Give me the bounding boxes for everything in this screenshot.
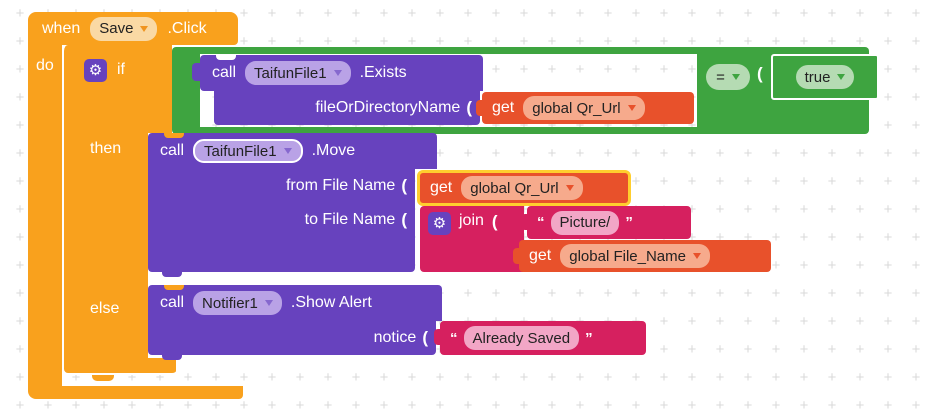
component-name: TaifunFile1	[254, 64, 327, 82]
component-dropdown[interactable]: TaifunFile1	[193, 139, 303, 163]
mutator-gear-icon[interactable]: ⚙	[84, 59, 107, 82]
logic-true-block[interactable]: true	[771, 54, 879, 100]
call-taifunfile1-move-block[interactable]: call TaifunFile1 .Move	[148, 133, 437, 169]
text-field[interactable]: Already Saved	[463, 326, 580, 350]
join-label: join	[459, 212, 484, 229]
variable-dropdown[interactable]: global File_Name	[560, 244, 710, 268]
open-quote: “	[450, 329, 458, 347]
get-label: get	[492, 99, 515, 116]
value-socket: (	[491, 212, 498, 231]
variable-name: global Qr_Url	[532, 99, 621, 117]
component-name: TaifunFile1	[204, 142, 277, 160]
get-label: get	[529, 247, 552, 264]
close-quote: ”	[625, 214, 633, 231]
variable-name: global Qr_Url	[470, 179, 559, 197]
do-label: do	[36, 57, 54, 74]
move-block-bottom-tab	[162, 271, 182, 277]
param-label: fileOrDirectoryName	[315, 99, 461, 116]
event-component-dropdown[interactable]: Save	[90, 16, 158, 41]
when-label: when	[42, 19, 81, 37]
param-label: from File Name	[285, 177, 396, 194]
value-socket: (	[401, 176, 407, 195]
event-component-name: Save	[99, 20, 134, 37]
dropdown-arrow-icon	[565, 185, 574, 191]
dropdown-arrow-icon	[333, 70, 342, 76]
move-params-body[interactable]: from File Name ( to File Name (	[148, 169, 415, 272]
dropdown-arrow-icon	[731, 74, 740, 80]
notice-param-row[interactable]: notice (	[148, 321, 436, 355]
call-label: call	[160, 294, 185, 311]
dropdown-arrow-icon	[140, 25, 149, 32]
call-notifier1-showalert-block[interactable]: call Notifier1 .Show Alert	[148, 285, 442, 321]
exists-param-row[interactable]: fileOrDirectoryName (	[214, 91, 480, 125]
get-global-qr-url-block-selected[interactable]: get global Qr_Url	[417, 170, 631, 206]
variable-name: global File_Name	[569, 247, 686, 265]
exists-block-plug	[192, 63, 201, 81]
compare-right-socket: (	[757, 64, 763, 83]
compare-block-top-edge[interactable]	[172, 47, 869, 54]
text-string-already-saved-block[interactable]: “ Already Saved ”	[434, 321, 646, 355]
get-label: get	[430, 179, 453, 196]
when-block-left-edge[interactable]: do	[28, 45, 62, 386]
notifier-block-bottom-tab	[162, 354, 182, 360]
method-name-label: .Exists	[359, 64, 407, 81]
block-top-notch	[164, 133, 184, 138]
dropdown-arrow-icon	[264, 300, 273, 306]
if-block-left-edge[interactable]	[62, 133, 148, 358]
param-label: notice	[373, 329, 417, 346]
value-socket: (	[422, 328, 428, 347]
block-top-notch	[164, 285, 184, 290]
compare-block-body[interactable]: = ( true	[697, 54, 879, 127]
block-top-notch	[216, 55, 236, 60]
get-global-file-name-block[interactable]: get global File_Name	[513, 240, 771, 272]
text-string-picture-block[interactable]: “ Picture/ ”	[521, 206, 691, 239]
compare-block-bottom-edge[interactable]	[172, 127, 869, 134]
text-value: Already Saved	[472, 329, 571, 347]
when-save-click-block[interactable]: when Save .Click	[28, 12, 238, 45]
if-block-bottom-tab	[92, 375, 114, 381]
then-label: then	[90, 140, 122, 157]
value-socket: (	[401, 210, 407, 229]
logic-true-dropdown[interactable]: true	[795, 65, 855, 89]
value-socket: (	[466, 98, 472, 117]
variable-dropdown[interactable]: global Qr_Url	[523, 96, 645, 120]
when-block-bottom-edge[interactable]	[28, 386, 243, 399]
component-dropdown[interactable]: TaifunFile1	[245, 61, 351, 85]
call-label: call	[160, 142, 185, 159]
method-name-label: .Move	[311, 142, 356, 159]
compare-operator-dropdown[interactable]: =	[706, 64, 750, 90]
event-name-label: .Click	[167, 19, 207, 37]
if-block-header[interactable]	[62, 45, 172, 133]
mutator-gear-icon[interactable]: ⚙	[428, 212, 451, 235]
get-global-qr-url-block[interactable]: get global Qr_Url	[476, 92, 694, 124]
logic-true-value: true	[804, 68, 831, 86]
dropdown-arrow-icon	[627, 105, 636, 111]
dropdown-arrow-icon	[837, 74, 846, 80]
if-label: if	[117, 61, 125, 78]
variable-dropdown[interactable]: global Qr_Url	[461, 176, 583, 200]
move-from-param-row: from File Name (	[148, 169, 415, 203]
call-taifunfile1-exists-block[interactable]: call TaifunFile1 .Exists	[200, 55, 483, 91]
text-field[interactable]: Picture/	[550, 210, 620, 235]
else-label: else	[90, 300, 120, 317]
compare-operator: =	[716, 68, 725, 86]
param-label: to File Name	[304, 211, 396, 228]
method-name-label: .Show Alert	[290, 294, 372, 311]
move-to-param-row: to File Name (	[148, 203, 415, 237]
if-block-bottom-edge[interactable]	[62, 358, 176, 375]
text-value: Picture/	[559, 214, 611, 231]
join-block[interactable]: ⚙ join (	[420, 206, 524, 272]
dropdown-arrow-icon	[283, 148, 292, 154]
component-dropdown[interactable]: Notifier1	[193, 291, 282, 315]
call-label: call	[212, 64, 237, 81]
dropdown-arrow-icon	[692, 253, 701, 259]
open-quote: “	[537, 214, 545, 231]
component-name: Notifier1	[202, 294, 258, 312]
close-quote: ”	[585, 329, 593, 347]
